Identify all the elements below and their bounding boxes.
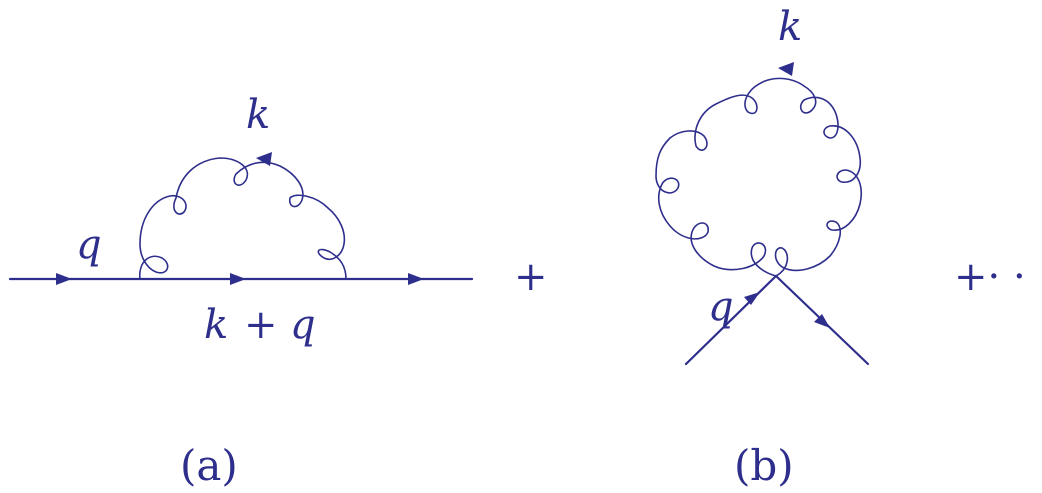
arrow-incoming-b [744, 292, 760, 305]
fermion-in-b [684, 274, 778, 366]
arrow-outgoing-b [814, 314, 830, 328]
arrow-internal-a [230, 273, 246, 285]
label-gluon-k-b: k [778, 4, 802, 50]
plus-more-operator: +· · [954, 254, 1026, 300]
diagram-b: k q (b) [655, 4, 870, 490]
plus-operator: + [514, 254, 548, 300]
caption-b: (b) [734, 441, 794, 490]
arrow-incoming-a [56, 273, 72, 285]
label-internal-q-a: q [290, 302, 316, 348]
arrow-outgoing-a [408, 273, 424, 285]
label-external-q-b: q [708, 284, 734, 330]
label-gluon-k-a: k [246, 92, 270, 138]
gluon-loop-a [139, 157, 347, 280]
label-internal-plus-a: + [244, 302, 278, 348]
label-internal-k-a: k [204, 302, 228, 348]
diagram-a: k q k + q (a) [8, 92, 474, 490]
caption-a: (a) [180, 441, 238, 490]
arrow-gluon-a [256, 152, 272, 166]
gluon-loop-b [655, 77, 862, 277]
label-external-q-a: q [76, 222, 102, 268]
arrow-gluon-b [778, 62, 794, 76]
